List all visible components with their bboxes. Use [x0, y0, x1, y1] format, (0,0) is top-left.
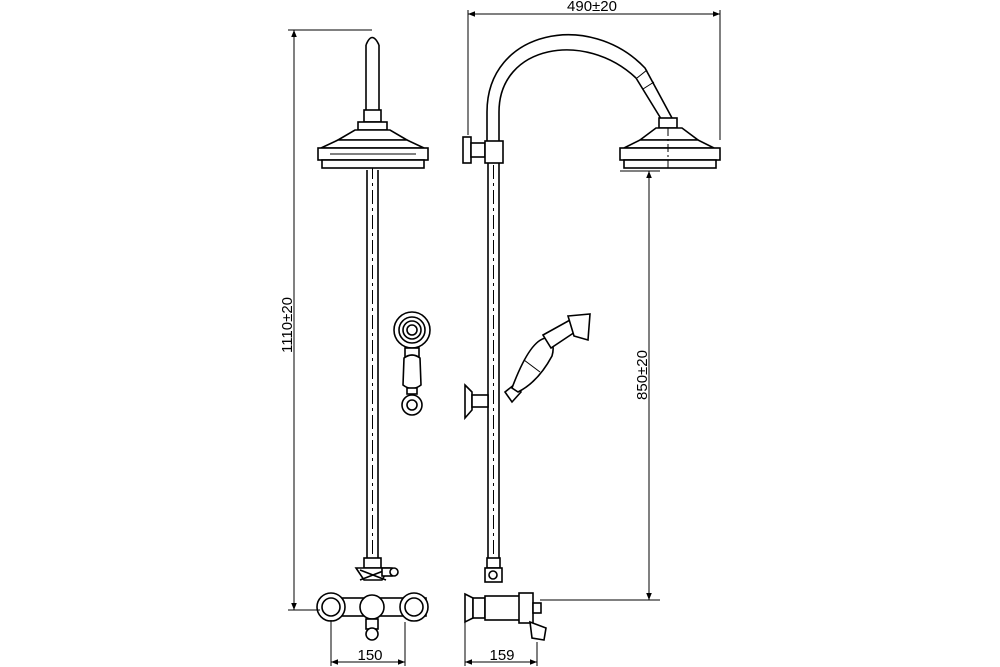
dim-label-projection: 159	[489, 647, 514, 664]
front-shower-head	[317, 109, 429, 169]
dim-projection: 159	[464, 622, 538, 666]
hand-shower-front-detail	[393, 311, 431, 416]
side-shower-head	[619, 117, 721, 169]
side-top-bracket	[462, 136, 504, 164]
dim-total-height: 1110±20	[279, 29, 372, 611]
front-riser-pipe	[365, 36, 380, 560]
dim-valve-centers: 150	[330, 620, 406, 666]
side-view	[462, 34, 721, 641]
dim-head-height: 850±20	[540, 170, 660, 601]
dim-label-head-height: 850±20	[634, 350, 651, 400]
front-mixer-body	[316, 557, 429, 641]
dim-label-valve-centers: 150	[357, 647, 382, 664]
side-gooseneck-arm	[486, 34, 673, 142]
side-mixer-body	[464, 557, 547, 641]
dim-label-overall-width: 490±20	[567, 0, 617, 15]
front-view	[316, 36, 429, 641]
side-hand-shower	[464, 313, 591, 421]
dim-label-total-height: 1110±20	[279, 297, 296, 353]
side-riser-pipe	[487, 163, 500, 560]
dim-overall-width: 490±20	[467, 0, 721, 140]
